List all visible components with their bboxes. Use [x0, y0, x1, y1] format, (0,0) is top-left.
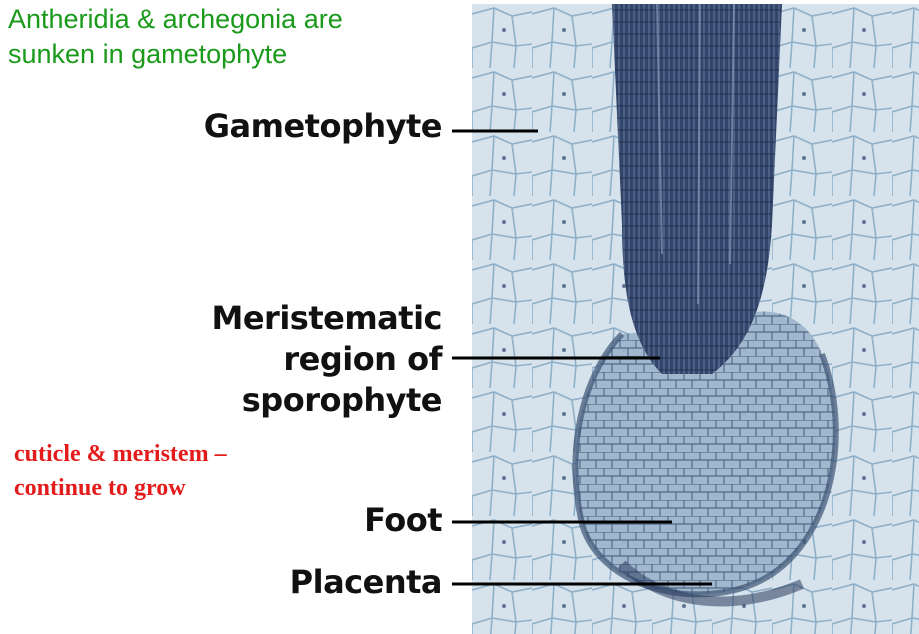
label-meristematic-line-1: Meristematic [211, 299, 442, 337]
label-placenta-text: Placenta [289, 563, 443, 601]
note-cuticle-meristem-line-1: cuticle & meristem – [14, 441, 227, 467]
placenta-tissue [618, 560, 804, 607]
note-sunken-organs: Antheridia & archegonia are sunken in ga… [8, 2, 343, 72]
label-gametophyte: Gametophyte [203, 106, 443, 147]
label-meristematic-region: Meristematic region of sporophyte [211, 298, 442, 421]
label-placenta: Placenta [289, 562, 443, 603]
label-foot: Foot [364, 500, 442, 541]
micrograph [472, 4, 919, 634]
note-cuticle-meristem-line-2: continue to grow [14, 475, 186, 501]
label-meristematic-line-3: sporophyte [241, 381, 443, 419]
note-sunken-organs-line-2: sunken in gametophyte [8, 39, 288, 69]
label-gametophyte-text: Gametophyte [203, 107, 443, 145]
label-meristematic-line-2: region of [283, 340, 442, 378]
note-cuticle-meristem: cuticle & meristem – continue to grow [14, 437, 227, 505]
note-sunken-organs-line-1: Antheridia & archegonia are [8, 4, 343, 34]
sporophyte-column [612, 4, 782, 374]
foot-tissue [575, 311, 836, 595]
label-foot-text: Foot [364, 501, 442, 539]
